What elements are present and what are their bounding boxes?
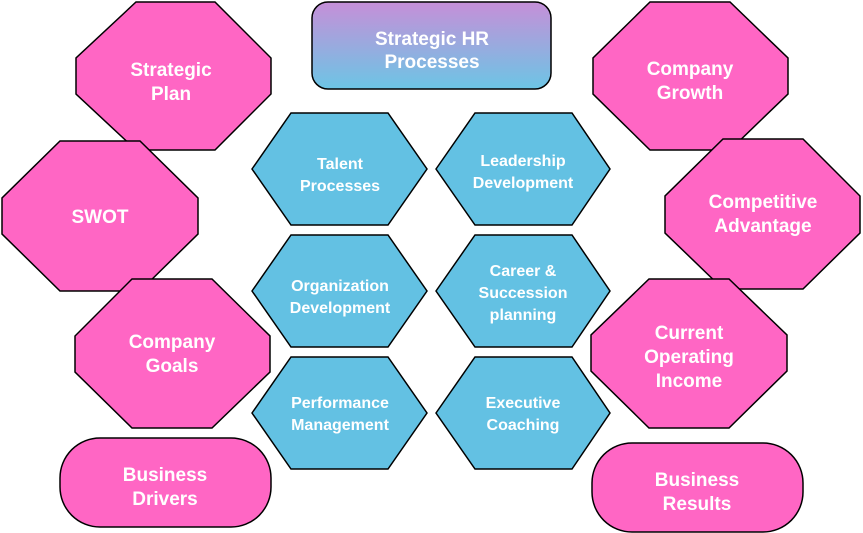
talent-line-1: Talent (317, 156, 364, 173)
node-business-drivers: Business Drivers (59, 437, 272, 528)
company-growth-line-1: Company (647, 59, 734, 80)
current-operating-income-line-3: Income (656, 371, 723, 392)
company-goals-line-2: Goals (146, 356, 199, 377)
node-business-results: Business Results (591, 442, 804, 533)
career-line-2: Succession (479, 285, 568, 302)
title-box: Strategic HR Processes (311, 1, 552, 90)
company-growth-line-2: Growth (657, 83, 724, 104)
node-talent-processes: Talent Processes (251, 112, 428, 226)
talent-line-2: Processes (300, 178, 380, 195)
career-line-1: Career & (490, 263, 557, 280)
node-performance-management: Performance Management (251, 356, 428, 470)
node-swot: SWOT (1, 140, 199, 292)
coaching-line-1: Executive (486, 395, 561, 412)
leadership-line-1: Leadership (480, 153, 566, 170)
title-line-1: Strategic HR (375, 29, 489, 50)
node-current-operating-income: Current Operating Income (590, 278, 788, 429)
node-competitive-advantage: Competitive Advantage (664, 138, 861, 290)
company-goals-line-1: Company (129, 332, 216, 353)
node-leadership-development: Leadership Development (435, 112, 611, 226)
strategic-plan-line-2: Plan (151, 84, 191, 105)
swot-label: SWOT (72, 207, 129, 228)
node-company-goals: Company Goals (74, 278, 271, 429)
organization-line-2: Development (290, 300, 391, 317)
business-drivers-line-2: Drivers (132, 489, 198, 510)
performance-line-1: Performance (291, 395, 389, 412)
career-line-3: planning (490, 307, 557, 324)
business-drivers-line-1: Business (123, 465, 207, 486)
current-operating-income-line-1: Current (655, 323, 724, 344)
title-line-2: Processes (384, 52, 479, 73)
coaching-line-2: Coaching (487, 417, 560, 434)
current-operating-income-line-2: Operating (644, 347, 734, 368)
node-executive-coaching: Executive Coaching (435, 356, 611, 470)
competitive-advantage-line-2: Advantage (714, 216, 811, 237)
node-organization-development: Organization Development (251, 234, 428, 348)
business-results-line-1: Business (655, 470, 739, 491)
node-career-succession: Career & Succession planning (435, 234, 611, 348)
business-results-line-2: Results (663, 494, 732, 515)
performance-line-2: Management (291, 417, 389, 434)
competitive-advantage-line-1: Competitive (709, 192, 818, 213)
strategic-plan-line-1: Strategic (130, 60, 212, 81)
node-company-growth: Company Growth (592, 1, 789, 151)
organization-line-1: Organization (291, 278, 389, 295)
node-strategic-plan: Strategic Plan (75, 1, 272, 151)
leadership-line-2: Development (473, 175, 574, 192)
